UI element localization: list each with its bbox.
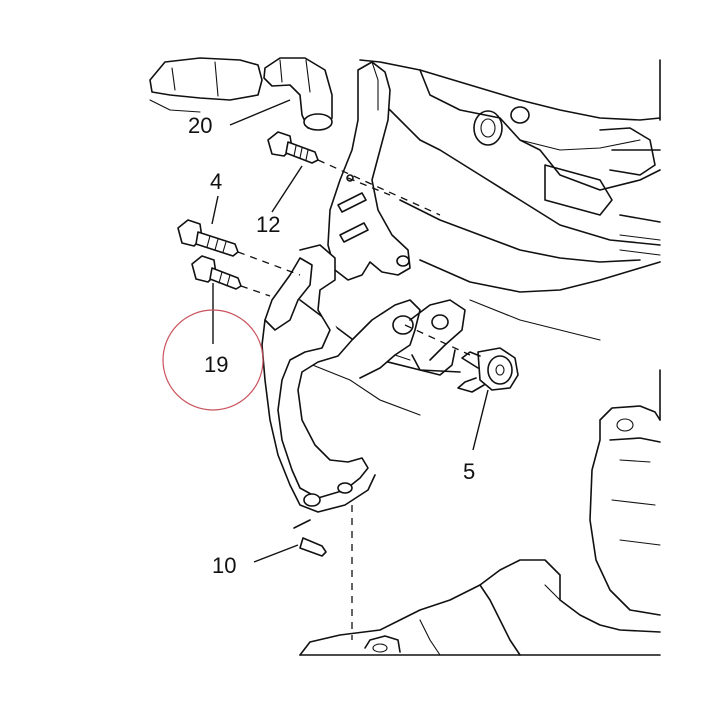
part-19-bolt <box>191 255 242 290</box>
highlight-circle <box>162 309 264 411</box>
slotted-bracket-plate <box>327 61 411 281</box>
part-12-bolt <box>267 131 319 164</box>
callout-10: 10 <box>212 553 237 578</box>
lower-right-housing <box>589 369 661 616</box>
part-5-bush <box>457 347 519 393</box>
main-support-bracket <box>261 244 466 513</box>
assembly-lines <box>237 159 471 640</box>
lower-housing <box>299 559 661 656</box>
callout-20: 20 <box>188 113 213 138</box>
callout-5: 5 <box>463 459 476 484</box>
upper-housing-outline <box>149 57 263 113</box>
callout-12: 12 <box>256 212 281 237</box>
part-4-bolt <box>177 219 239 257</box>
part-10-pin <box>293 519 327 557</box>
callout-4: 4 <box>210 169 223 194</box>
part-20-hose-elbow <box>263 57 333 131</box>
callout-leaders <box>211 99 489 563</box>
callout-19: 19 <box>204 352 229 377</box>
